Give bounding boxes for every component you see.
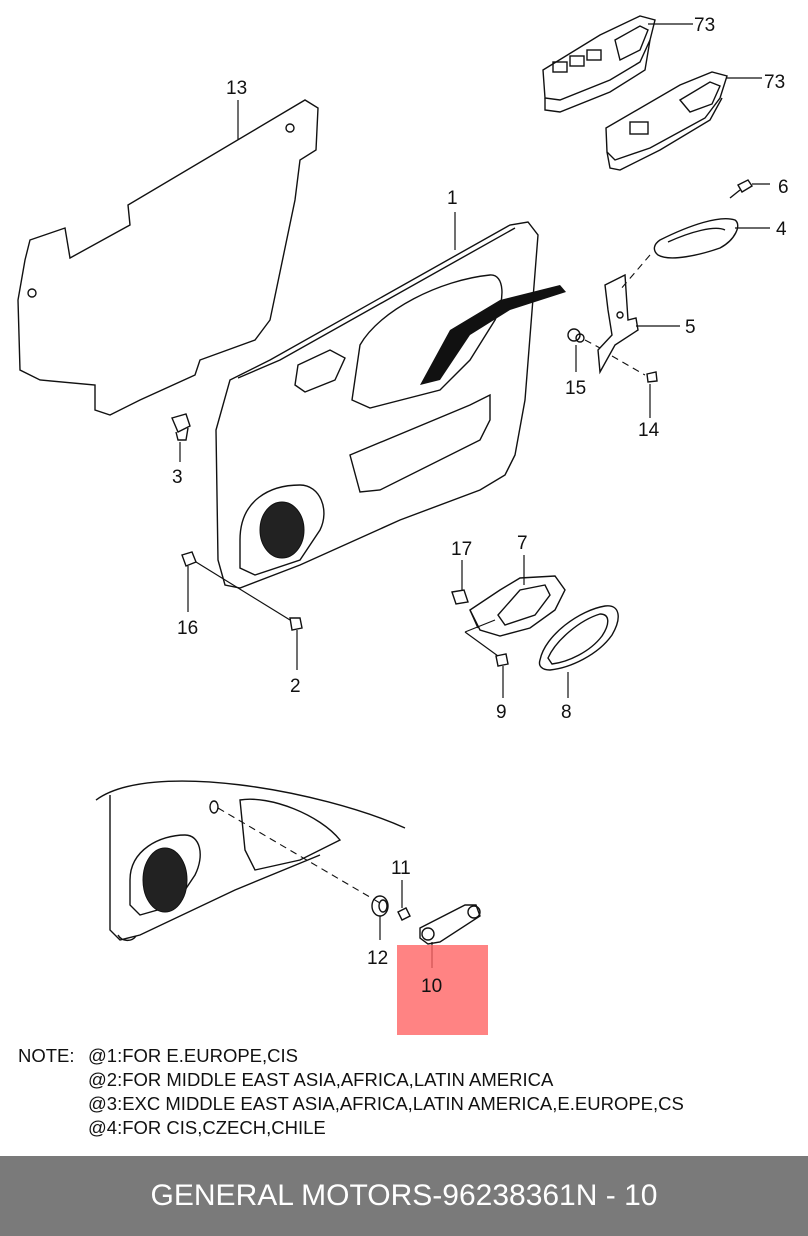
callout-73-lower: 73 [764,72,785,93]
callout-3: 3 [172,467,183,488]
screw-14 [646,371,658,383]
callout-9: 9 [496,702,507,723]
callout-13: 13 [226,78,247,99]
insulation-pad-13 [17,99,319,416]
window-switch-73-upper [542,15,656,113]
callout-2: 2 [290,676,301,697]
note-line-1: @1:FOR E.EUROPE,CIS [88,1045,298,1066]
door-trim-panel-1 [215,221,539,589]
inside-handle-7 [469,575,566,637]
footer-part-number: 96238361 [442,1179,576,1212]
callout-5: 5 [685,317,696,338]
screw-9 [495,653,509,667]
bracket-5 [597,273,639,375]
footer-bar: GENERAL MOTORS - 96238361 N - 10 [0,1156,808,1236]
note-line-2: @2:FOR MIDDLE EAST ASIA,AFRICA,LATIN AME… [88,1069,554,1090]
footer-page: N - 10 [575,1179,658,1212]
callout-10: 10 [421,976,442,997]
clip-17 [451,589,469,605]
callout-15: 15 [565,378,586,399]
callout-7: 7 [517,533,528,554]
window-crank-handle-10 [419,904,481,945]
callout-1: 1 [447,188,458,209]
window-switch-73-lower [605,71,728,171]
callout-73-upper: 73 [694,15,715,36]
callout-12: 12 [367,948,388,969]
pin-11 [397,907,411,921]
notes-block: NOTE: @1:FOR E.EUROPE,CIS @2:FOR MIDDLE … [18,1044,684,1140]
clip-3 [171,413,191,441]
handle-bezel-4 [653,218,739,259]
footer-separator: - [432,1179,443,1212]
note-line-3: @3:EXC MIDDLE EAST ASIA,AFRICA,LATIN AME… [88,1093,684,1114]
callout-11: 11 [391,858,411,879]
callout-17: 17 [451,539,472,560]
screw-2 [289,617,303,631]
callout-14: 14 [638,420,660,441]
note-line-4: @4:FOR CIS,CZECH,CHILE [88,1117,326,1138]
highlight-box [397,945,488,1035]
callout-4: 4 [776,219,787,240]
callout-6: 6 [778,177,789,198]
handle-bezel-8 [538,605,619,671]
footer-brand: GENERAL MOTORS [150,1179,433,1212]
notes-label: NOTE: [18,1045,75,1066]
door-panel-detail [95,780,406,942]
exploded-parts-diagram: 73 73 13 1 6 4 [17,15,789,969]
callout-16: 16 [177,618,198,639]
screw-6 [729,179,753,199]
highlight-label-layer: 10 [421,976,442,997]
clip-15 [567,328,585,343]
callout-8: 8 [561,702,572,723]
